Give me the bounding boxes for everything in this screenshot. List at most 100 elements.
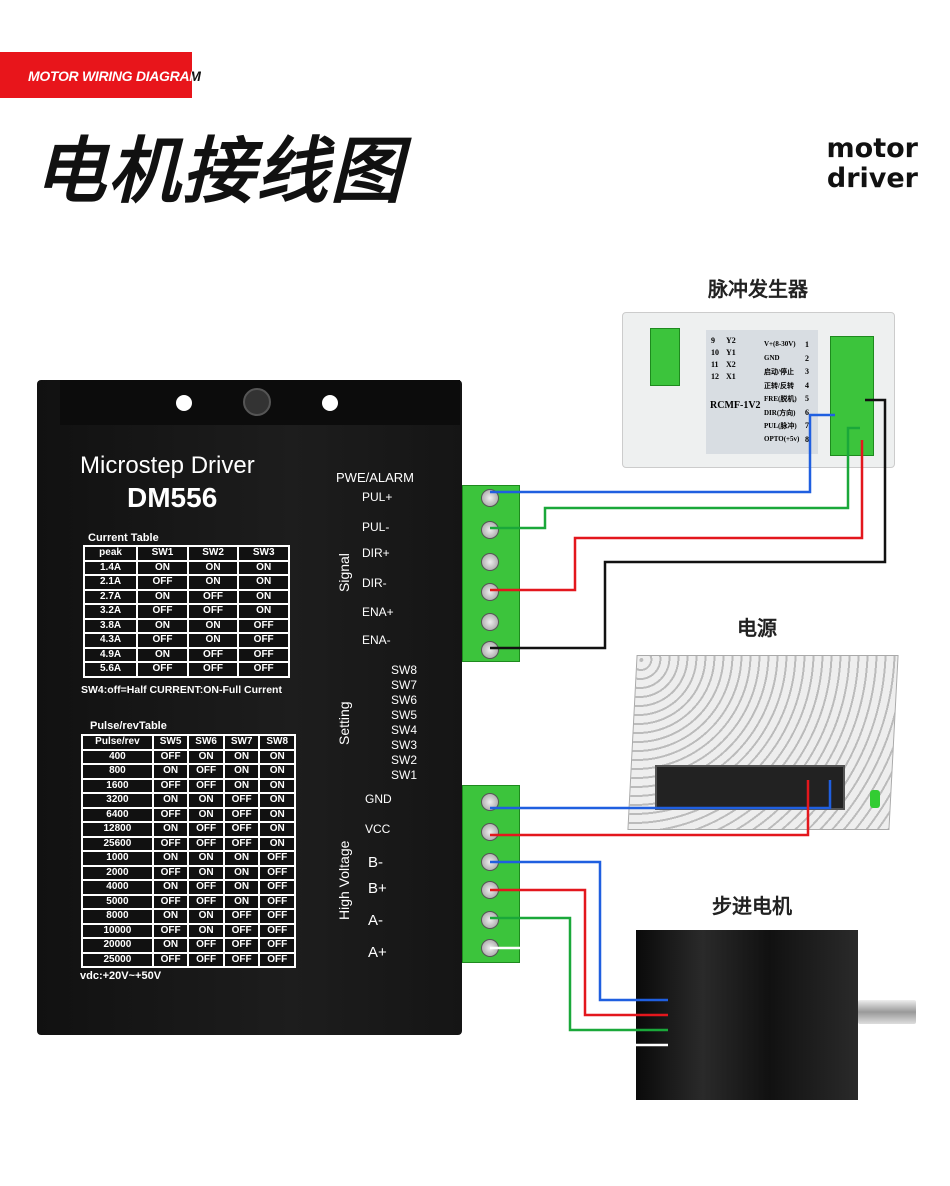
table-cell: ON: [224, 881, 259, 894]
table-cell: ON: [224, 750, 259, 763]
pulse-table-title: Pulse/revTable: [90, 720, 167, 732]
table-cell: ON: [153, 881, 188, 894]
table-cell: ON: [239, 590, 288, 603]
table-cell: 800: [83, 765, 152, 778]
table-cell: OFF: [224, 910, 259, 923]
pg-right-pin-num: 8: [805, 434, 809, 444]
pg-left-pin-num: 12: [711, 372, 719, 381]
pulse-generator-label: 脉冲发生器: [708, 277, 808, 301]
table-cell: ON: [224, 765, 259, 778]
table-cell: ON: [189, 750, 223, 763]
mount-hole: [322, 395, 338, 411]
signal-pin-label: PUL-: [362, 520, 390, 534]
pg-right-pin-name: OPTO(+5v): [764, 434, 800, 443]
subtitle-line2: driver: [826, 163, 918, 194]
pg-right-terminal: [830, 336, 874, 456]
terminal-screw-icon: [481, 553, 499, 571]
pg-right-pin-name: FRE(脱机): [764, 395, 797, 403]
pg-right-pin-num: 5: [805, 394, 809, 403]
table-cell: OFF: [239, 634, 288, 647]
power-supply-label: 电源: [737, 616, 777, 640]
pg-right-pin-name: PUL(脉冲): [764, 422, 797, 430]
table-cell: ON: [138, 561, 187, 574]
table-cell: 2.7A: [85, 590, 137, 603]
header-cell: SW6: [189, 736, 223, 749]
header-cell: peak: [85, 547, 137, 560]
terminal-screw-icon: [481, 911, 499, 929]
table-cell: ON: [224, 866, 259, 879]
table-cell: 2000: [83, 866, 152, 879]
pg-left-pin-num: 11: [711, 360, 719, 369]
pulse-table-note: vdc:+20V~+50V: [80, 970, 162, 982]
table-cell: ON: [260, 823, 294, 836]
table-cell: ON: [239, 605, 288, 618]
table-cell: ON: [239, 561, 288, 574]
terminal-screw-icon: [481, 823, 499, 841]
table-cell: OFF: [224, 808, 259, 821]
pg-right-pin-name: DIR(方向): [764, 408, 796, 417]
hv-pin-label: A-: [368, 912, 383, 929]
setting-switch-label: SW4: [391, 723, 418, 737]
table-cell: 12800: [83, 823, 152, 836]
table-cell: ON: [188, 576, 238, 589]
pg-right-pin-name: 启动/停止: [764, 368, 794, 376]
header-cell: SW3: [239, 547, 288, 560]
table-cell: OFF: [224, 939, 259, 952]
table-cell: OFF: [239, 648, 288, 661]
table-cell: OFF: [260, 910, 294, 923]
table-cell: ON: [260, 765, 294, 778]
table-cell: 10000: [83, 924, 152, 937]
header-cell: SW8: [260, 736, 294, 749]
table-cell: OFF: [188, 663, 238, 676]
hv-pin-label: B-: [368, 854, 383, 871]
table-cell: ON: [260, 794, 294, 807]
setting-switch-label: SW1: [391, 768, 418, 782]
table-cell: ON: [153, 910, 188, 923]
table-cell: OFF: [224, 823, 259, 836]
terminal-screw-icon: [481, 641, 499, 659]
table-cell: OFF: [153, 895, 188, 908]
table-cell: ON: [260, 837, 294, 850]
header-cell: SW5: [153, 736, 188, 749]
table-cell: OFF: [189, 895, 223, 908]
table-cell: ON: [153, 939, 188, 952]
table-cell: OFF: [224, 924, 259, 937]
wire-b-plus-red: [490, 888, 668, 1017]
current-table-note: SW4:off=Half CURRENT:ON-Full Current: [81, 684, 282, 696]
pg-left-pin-name: Y2: [726, 336, 736, 345]
terminal-screw-icon: [481, 793, 499, 811]
table-cell: 400: [83, 750, 152, 763]
wire-gnd-blue: [490, 780, 832, 810]
psu-led: [870, 790, 880, 808]
table-cell: ON: [224, 852, 259, 865]
page-title: 电机接线图: [34, 129, 405, 213]
table-cell: OFF: [138, 605, 187, 618]
current-table-title: Current Table: [88, 532, 159, 544]
table-cell: ON: [138, 590, 187, 603]
wire-ena-minus-black: [490, 398, 887, 650]
driver-model: DM556: [127, 482, 218, 513]
power-terminal-block: [462, 785, 520, 963]
signal-pin-label: ENA-: [362, 633, 391, 647]
terminal-screw-icon: [481, 613, 499, 631]
signal-pin-label: PUL+: [362, 490, 393, 504]
screw-icon: [243, 388, 271, 416]
table-cell: ON: [138, 648, 187, 661]
table-cell: OFF: [260, 866, 294, 879]
wire-a-plus-white: [490, 946, 668, 1047]
table-cell: ON: [188, 561, 238, 574]
subtitle-line1: motor: [826, 133, 918, 164]
table-cell: ON: [260, 779, 294, 792]
setting-switch-label: SW2: [391, 753, 418, 767]
